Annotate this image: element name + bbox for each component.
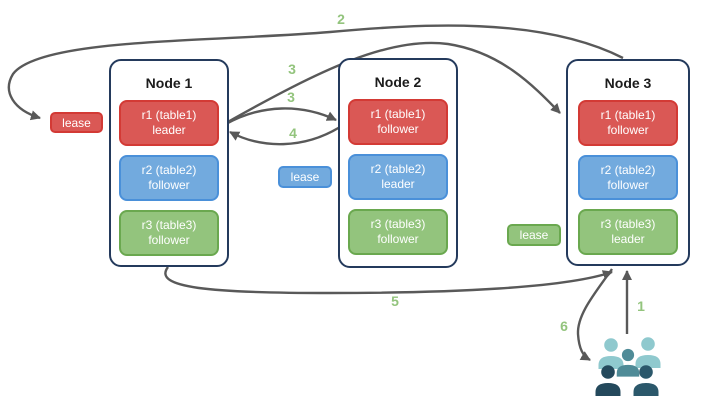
replica-range: r1 (table1) [141, 108, 197, 122]
node-2-replica-r3: r3 (table3) follower [348, 209, 448, 255]
replica-range: r2 (table2) [600, 162, 656, 177]
replica-range: r3 (table3) [370, 217, 426, 231]
arrow-6-node3-to-users [576, 268, 613, 362]
node-3: Node 3 r1 (table1) follower r2 (table2) … [566, 59, 690, 266]
replica-role: leader [611, 232, 645, 247]
node-2: Node 2 r1 (table1) follower r2 (table2) … [338, 58, 458, 268]
step-label-3b: 3 [287, 89, 295, 105]
replica-role: follower [607, 177, 649, 192]
node-2-replica-r1: r1 (table1) follower [348, 99, 448, 145]
step-label-1: 1 [637, 298, 645, 314]
replica-role: follower [148, 233, 190, 247]
lease-badge-table3: lease [507, 224, 561, 246]
arrow-2-node3-to-lease1 [7, 24, 624, 121]
arrow-3-leader-to-node2 [225, 107, 337, 126]
replica-role: leader [152, 123, 186, 137]
replica-range: r1 (table1) [600, 107, 656, 122]
replica-role: follower [148, 178, 190, 192]
replica-range: r2 (table2) [141, 163, 197, 177]
arrow-4-node2-to-leader [229, 125, 341, 146]
step-label-4: 4 [289, 125, 297, 141]
replica-role: follower [377, 232, 419, 246]
node-1-title: Node 1 [145, 75, 193, 91]
node-3-replica-r1: r1 (table1) follower [578, 100, 678, 146]
step-label-3a: 3 [288, 61, 296, 77]
users-group-icon [595, 337, 661, 396]
node-3-title: Node 3 [604, 75, 652, 91]
node-1: Node 1 r1 (table1) leader r2 (table2) fo… [109, 59, 229, 267]
lease-badge-table1: lease [50, 112, 103, 133]
replica-role: leader [381, 177, 415, 191]
step-label-5: 5 [391, 293, 399, 309]
node-1-replica-r3: r3 (table3) follower [119, 210, 219, 256]
node-1-replica-r2: r2 (table2) follower [119, 155, 219, 201]
replica-range: r2 (table2) [370, 162, 426, 176]
replica-role: follower [377, 122, 419, 136]
replica-range: r3 (table3) [600, 217, 656, 232]
lease-badge-table2: lease [278, 166, 332, 188]
replica-range: r3 (table3) [141, 218, 197, 232]
step-label-2: 2 [337, 11, 345, 27]
node-3-replica-r2: r2 (table2) follower [578, 154, 678, 201]
arrow-3-leader-to-node3 [225, 41, 561, 125]
node-3-replica-r3: r3 (table3) leader [578, 209, 678, 256]
arrow-5-node1-to-node3 [164, 266, 613, 295]
replica-range: r1 (table1) [370, 107, 426, 121]
node-2-title: Node 2 [374, 74, 422, 90]
node-2-replica-r2: r2 (table2) leader [348, 154, 448, 200]
replica-role: follower [607, 122, 649, 137]
node-1-replica-r1: r1 (table1) leader [119, 100, 219, 146]
step-label-6: 6 [560, 318, 568, 334]
